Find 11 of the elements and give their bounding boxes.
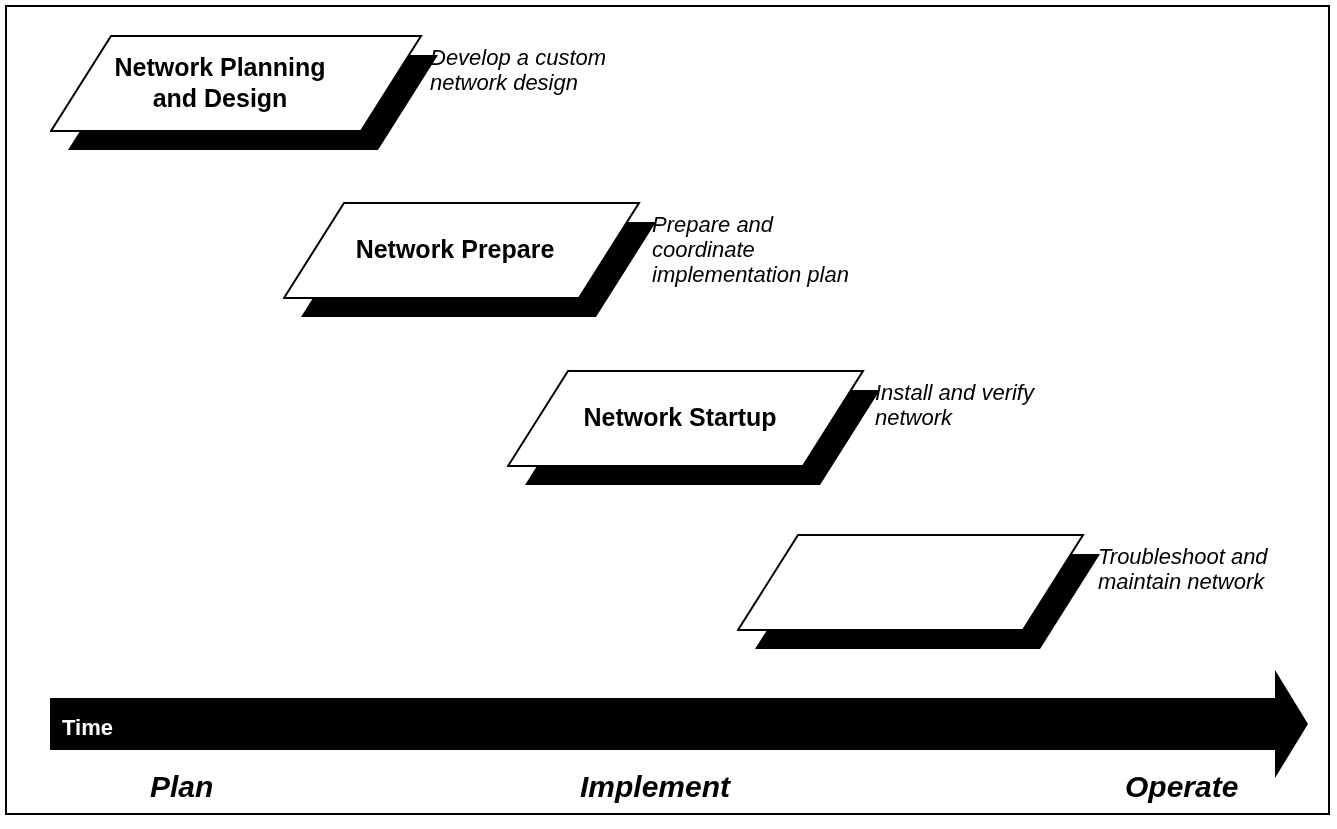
phase-label: Plan xyxy=(150,770,214,804)
description-text: Develop a custom network design xyxy=(430,45,608,95)
phase-label: Operate xyxy=(1125,770,1239,804)
description-text: Prepare and coordinate implementation plan xyxy=(652,212,850,287)
description-text: Troubleshoot and maintain network xyxy=(1098,544,1269,594)
phase-label: Implement xyxy=(580,770,731,804)
timeline-label: Time xyxy=(62,714,113,742)
step-title: Network Startup xyxy=(582,402,778,433)
step-title: Network Planning and Design xyxy=(113,51,327,114)
description-text: Install and verify network xyxy=(875,380,1036,430)
step-title: Network Prepare xyxy=(354,234,556,265)
